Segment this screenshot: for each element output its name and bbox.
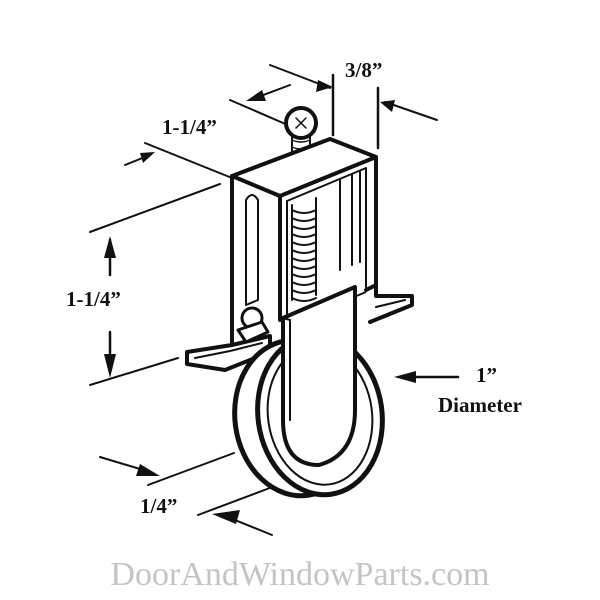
dimension-top-depth: 1-1/4” xyxy=(162,115,217,139)
wheel-carrier xyxy=(281,285,357,467)
dimension-wheel-width: 1/4” xyxy=(140,494,178,518)
spring xyxy=(291,197,317,302)
watermark-text: DoorAndWindowParts.com xyxy=(110,556,490,593)
dimension-wheel-diameter-label: Diameter xyxy=(438,393,522,417)
dimension-height: 1-1/4” xyxy=(66,287,121,311)
dimension-top-width: 3/8” xyxy=(345,58,383,82)
dimension-wheel-diameter-value: 1” xyxy=(476,363,497,387)
